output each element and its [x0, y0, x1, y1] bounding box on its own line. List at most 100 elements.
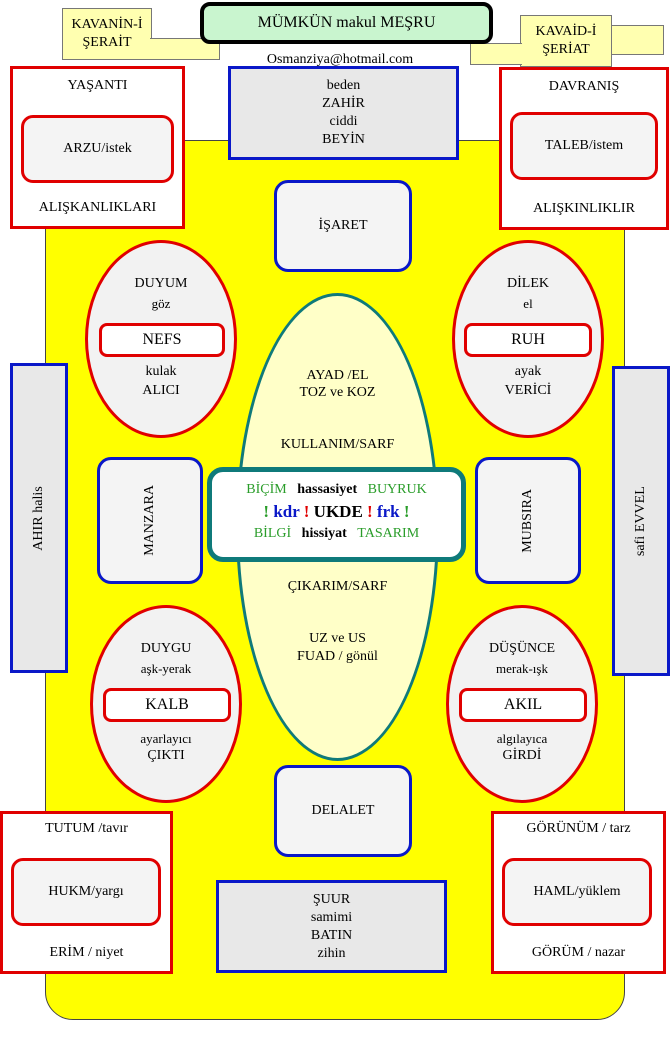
- akil-line4: GİRDİ: [502, 748, 542, 763]
- ahir-text: AHIR halis: [30, 486, 48, 551]
- core-row-3: BİLGİ hissiyat TASARIM: [212, 526, 461, 542]
- corner-top-left-inner: ARZU/istek: [21, 115, 174, 183]
- batin-line2: samimi: [310, 909, 353, 925]
- akil-label-box: AKIL: [459, 688, 587, 722]
- akil-line3: algılayıca: [496, 731, 548, 746]
- corner-bottom-left: TUTUM /tavır HUKM/yargı ERİM / niyet: [0, 811, 173, 974]
- kalb-label: KALB: [145, 696, 189, 713]
- kalb-oval: DUYGU aşk-yerak KALB ayarlayıcı ÇIKTI: [90, 605, 242, 803]
- nefs-line1: DUYUM: [134, 276, 188, 291]
- kdr-label: kdr: [273, 502, 300, 521]
- ukde-label: UKDE: [313, 502, 363, 521]
- banner-right-tail2: [470, 43, 522, 65]
- zahir-line1: beden: [326, 78, 361, 93]
- akil-line2: merak-ışk: [496, 661, 548, 676]
- hassasiyet-label: hassasiyet: [297, 482, 358, 497]
- banner-left-line1: KAVANİN-İ: [71, 17, 143, 32]
- kullanim-text: KULLANIM/SARF: [280, 437, 395, 452]
- isaret-box: İŞARET: [274, 180, 412, 272]
- nefs-oval: DUYUM göz NEFS kulak ALICI: [85, 240, 237, 438]
- delalet-box: DELALET: [274, 765, 412, 857]
- page-title: MÜMKÜN makul MEŞRU: [257, 14, 436, 31]
- kalb-line3: ayarlayıcı: [140, 731, 192, 746]
- evvel-label: EVVEL: [633, 485, 648, 532]
- banner-right-tail: [612, 25, 664, 55]
- toz-text: TOZ ve KOZ: [299, 385, 376, 400]
- hukm-label: HUKM/yargı: [48, 884, 124, 899]
- email-text: Osmanziya@hotmail.com: [266, 52, 414, 67]
- ruh-line1: DİLEK: [507, 276, 549, 291]
- hissiyat-label: hissiyat: [301, 526, 347, 541]
- ruh-label: RUH: [511, 331, 545, 348]
- arzu-label: ARZU/istek: [63, 141, 132, 156]
- excl-1: !: [263, 502, 270, 521]
- nefs-line3: kulak: [145, 364, 177, 379]
- mubsira-box: MUBSIRA: [475, 457, 581, 584]
- nefs-line2: göz: [151, 296, 171, 311]
- kalb-label-box: KALB: [103, 688, 231, 722]
- kalb-line2: aşk-yerak: [140, 661, 192, 676]
- kalb-line4: ÇIKTI: [147, 748, 185, 763]
- manzara-label: MANZARA: [142, 485, 157, 556]
- excl-4: !: [403, 502, 410, 521]
- akil-oval: DÜŞÜNCE merak-ışk AKIL algılayıca GİRDİ: [446, 605, 598, 803]
- corner-bottom-left-title: TUTUM /tavır: [45, 821, 128, 836]
- mubsira-label: MUBSIRA: [520, 488, 535, 553]
- corner-bottom-right: GÖRÜNÜM / tarz HAML/yüklem GÖRÜM / nazar: [491, 811, 666, 974]
- batin-line3: BATIN: [310, 927, 353, 943]
- corner-top-right: DAVRANIŞ TALEB/istem ALIŞKINLIKLIR: [499, 67, 669, 230]
- corner-top-right-inner: TALEB/istem: [510, 112, 658, 180]
- fuad-text: FUAD / gönül: [297, 649, 378, 664]
- corner-top-left: YAŞANTI ARZU/istek ALIŞKANLIKLARI: [10, 66, 185, 229]
- tasarim-label: TASARIM: [357, 526, 420, 541]
- ruh-line4: VERİCİ: [504, 383, 552, 398]
- zahir-line3: ciddi: [329, 114, 358, 129]
- batin-box: ŞUUR samimi BATIN zihin: [216, 880, 447, 973]
- kalb-line1: DUYGU: [140, 641, 192, 656]
- taleb-label: TALEB/istem: [544, 138, 624, 153]
- manzara-box: MANZARA: [97, 457, 203, 584]
- ruh-label-box: RUH: [464, 323, 592, 357]
- banner-right-line1: KAVAİD-İ: [535, 24, 597, 39]
- corner-bottom-right-title: GÖRÜNÜM / tarz: [526, 821, 631, 836]
- akil-line1: DÜŞÜNCE: [488, 641, 556, 656]
- corner-bottom-right-bottom: GÖRÜM / nazar: [531, 945, 626, 960]
- ahir-bar: AHIR halis: [10, 363, 68, 673]
- haml-label: HAML/yüklem: [533, 884, 621, 899]
- banner-left-line2: ŞERAİT: [82, 35, 132, 50]
- zahir-box: beden ZAHİR ciddi BEYİN: [228, 66, 459, 160]
- corner-top-right-bottom: ALIŞKINLIKLIR: [533, 201, 635, 216]
- akil-label: AKIL: [503, 696, 543, 713]
- evvel-text: safi EVVEL: [632, 486, 650, 556]
- corner-bottom-left-bottom: ERİM / niyet: [49, 945, 124, 960]
- banner-right-line2: ŞERİAT: [542, 42, 590, 57]
- page-title-box: MÜMKÜN makul MEŞRU: [200, 2, 493, 44]
- corner-top-right-title: DAVRANIŞ: [548, 79, 620, 94]
- frk-label: frk: [376, 502, 400, 521]
- evvel-bar: safi EVVEL: [612, 366, 670, 676]
- zahir-line4: BEYİN: [322, 132, 365, 147]
- corner-top-left-title: YAŞANTI: [67, 78, 128, 93]
- corner-top-left-bottom: ALIŞKANLIKLARI: [38, 200, 157, 215]
- banner-left: KAVANİN-İ ŞERAİT: [62, 8, 152, 60]
- nefs-label-box: NEFS: [99, 323, 225, 357]
- ayad-text: AYAD /EL: [306, 368, 369, 383]
- excl-2: !: [303, 502, 310, 521]
- delalet-label: DELALET: [311, 803, 375, 818]
- corner-bottom-right-inner: HAML/yüklem: [502, 858, 652, 926]
- corner-bottom-left-inner: HUKM/yargı: [11, 858, 161, 926]
- nefs-line4: ALICI: [142, 383, 180, 398]
- cikarim-text: ÇIKARIM/SARF: [287, 579, 388, 594]
- ruh-oval: DİLEK el RUH ayak VERİCİ: [452, 240, 604, 438]
- bilgi-label: BİLGİ: [253, 526, 292, 541]
- buyruk-label: BUYRUK: [367, 482, 427, 497]
- excl-3: !: [367, 502, 373, 521]
- banner-left-tail: [150, 38, 220, 60]
- batin-line1: ŞUUR: [312, 891, 351, 907]
- zahir-line2: ZAHİR: [322, 96, 365, 111]
- isaret-label: İŞARET: [318, 218, 368, 233]
- ahir-label: AHIR: [31, 516, 46, 551]
- core-row-1: BİÇİM hassasiyet BUYRUK: [212, 482, 461, 498]
- batin-line4: zihin: [317, 945, 346, 961]
- nefs-label: NEFS: [142, 331, 182, 348]
